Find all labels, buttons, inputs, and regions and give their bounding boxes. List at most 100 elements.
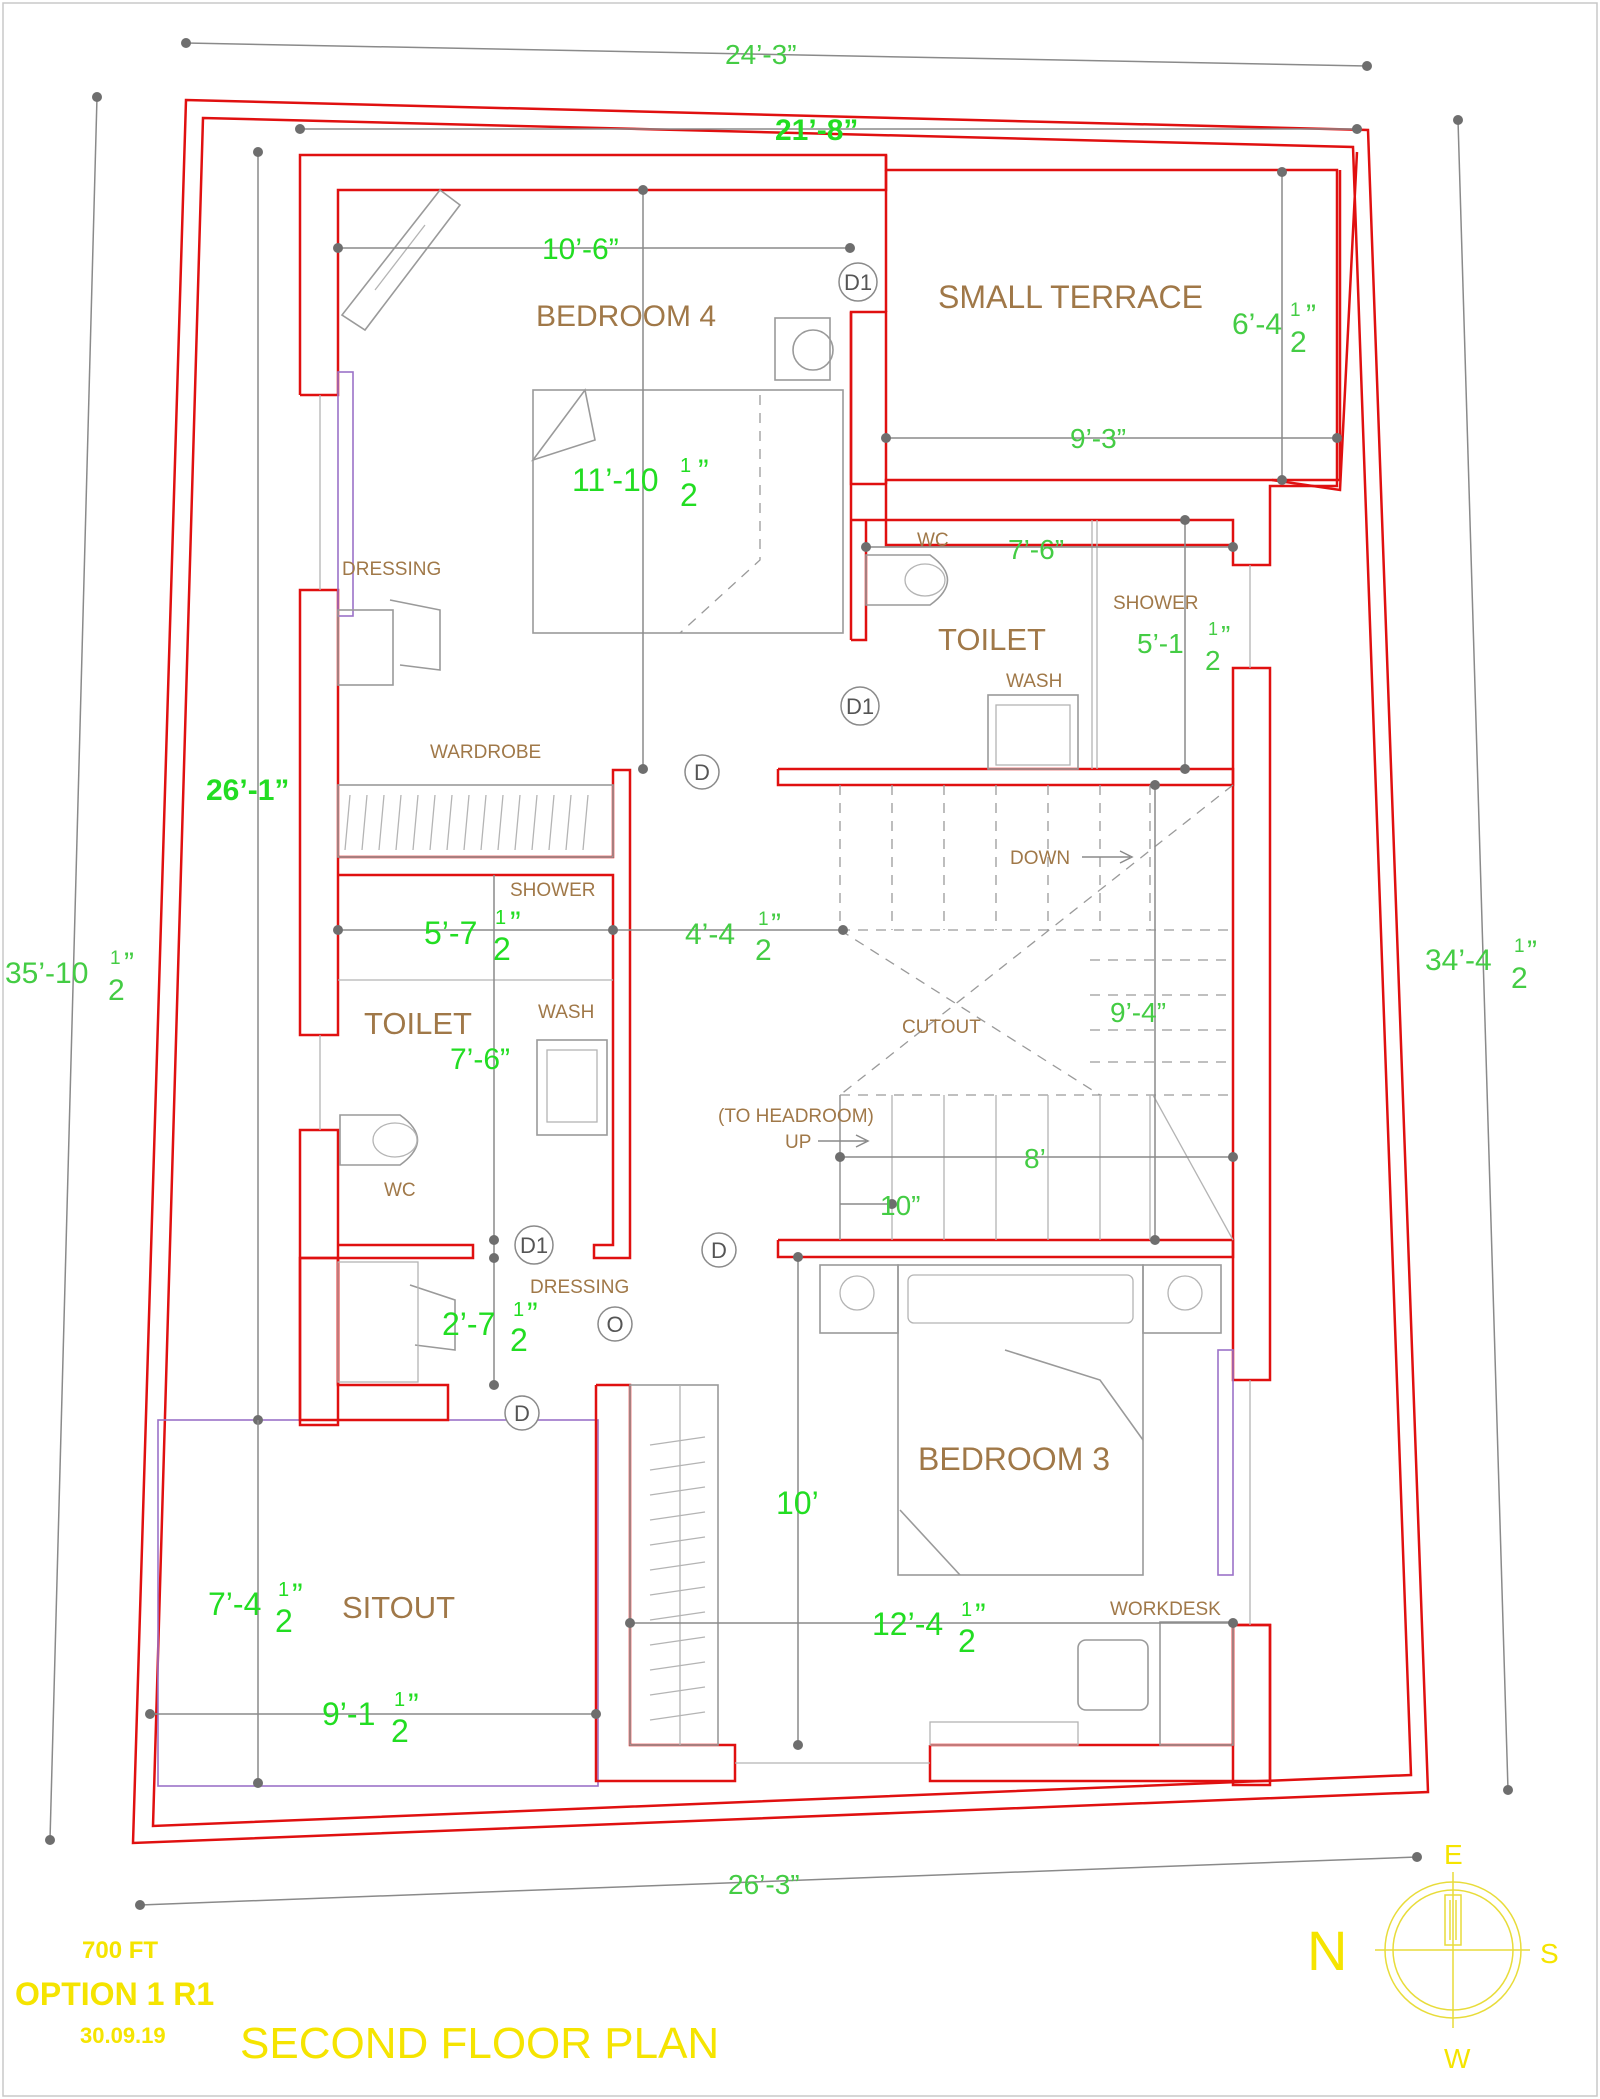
dim-toilet-left-width-quote: ”: [510, 905, 521, 941]
room-sitout: SITOUT: [342, 1590, 455, 1625]
dim-dressing-depth: 2’-7: [442, 1306, 495, 1342]
label-shower-left: SHOWER: [510, 880, 596, 901]
dim-terrace-depth: 6’-4: [1232, 308, 1282, 341]
label-wardrobe: WARDROBE: [430, 742, 541, 763]
door-o-dressing: O: [606, 1312, 623, 1337]
room-small-terrace: SMALL TERRACE: [938, 279, 1203, 315]
dim-terrace-depth-group: 6’-4 1 2 ”: [1232, 299, 1316, 359]
dim-left-outer: 35’-10: [5, 957, 88, 990]
label-wc-right: WC: [917, 530, 949, 551]
title-area: 700 FT: [82, 1937, 158, 1964]
compass-rose: N E S W: [1307, 1839, 1559, 2074]
door-d1-left: D1: [520, 1233, 548, 1258]
dim-bedroom4-depth-quote: ”: [698, 453, 709, 489]
title-plan: SECOND FLOOR PLAN: [240, 2019, 719, 2068]
room-names: BEDROOM 4 SMALL TERRACE TOILET TOILET BE…: [342, 279, 1203, 1625]
compass-s: S: [1540, 1938, 1559, 1969]
dim-sitout-width-quote: ”: [408, 1687, 419, 1723]
dim-toilet-left-width-den: 2: [493, 931, 511, 967]
door-d1-top: D1: [844, 270, 872, 295]
dim-bedroom3-width-group: 12’-4 1 2 ”: [872, 1597, 986, 1659]
dim-toilet-right-depth: 5’-1: [1137, 628, 1184, 659]
label-down: DOWN: [1010, 848, 1070, 869]
dim-toilet-left-width-group: 5’-7 1 2 ”: [424, 905, 521, 967]
compass-w: W: [1444, 2043, 1471, 2074]
dimension-lines: [45, 38, 1513, 1910]
dim-dressing-depth-den: 2: [510, 1322, 528, 1358]
dim-left-outer-quote: ”: [124, 947, 134, 980]
title-block: 700 FT OPTION 1 R1 30.09.19 SECOND FLOOR…: [15, 1937, 719, 2068]
dim-bedroom4-depth-num: 1: [680, 455, 691, 477]
dim-sitout-depth-group: 7’-4 1 2 ”: [208, 1577, 303, 1639]
door-d-bottom: D: [514, 1401, 530, 1426]
dim-left-outer-num: 1: [110, 948, 121, 969]
dim-right-outer-quote: ”: [1527, 935, 1537, 968]
label-workdesk: WORKDESK: [1110, 1599, 1221, 1620]
dim-toilet-right-depth-group: 5’-1 1 2 ”: [1137, 619, 1230, 676]
dim-bedroom3-width-num: 1: [961, 1599, 972, 1621]
dim-terrace-depth-den: 2: [1290, 326, 1307, 359]
dim-sitout-depth-den: 2: [275, 1603, 293, 1639]
walls: [298, 153, 1342, 1787]
dim-left-outer-den: 2: [108, 974, 125, 1007]
dim-terrace-depth-num: 1: [1290, 300, 1301, 321]
door-d-hall-left: D: [694, 760, 710, 785]
dim-dressing-depth-group: 2’-7 1 2 ”: [442, 1296, 538, 1358]
dim-bedroom4-depth-den: 2: [680, 477, 698, 513]
dim-right-outer-den: 2: [1511, 962, 1528, 995]
dim-right-outer: 34’-4: [1425, 944, 1492, 977]
compass-n: N: [1307, 1919, 1347, 1982]
dim-sitout-depth-quote: ”: [292, 1577, 303, 1613]
dim-toilet-right-depth-den: 2: [1205, 645, 1221, 676]
dim-dressing-depth-quote: ”: [527, 1296, 538, 1332]
label-to-headroom: (TO HEADROOM): [718, 1106, 874, 1127]
dim-right-outer-group: 34’-4 1 2 ”: [1425, 935, 1537, 995]
room-toilet-left: TOILET: [364, 1006, 472, 1041]
door-d-hall-right: D: [711, 1238, 727, 1263]
dim-terrace-width: 9’-3”: [1070, 423, 1126, 454]
dim-toilet-right-depth-quote: ”: [1221, 620, 1230, 651]
dim-toilet-right-width: 7’-6”: [1008, 534, 1064, 565]
dim-bedroom3-depth: 10’: [776, 1485, 819, 1521]
dim-hall-width-group: 4’-4 1 2 ”: [685, 908, 781, 967]
dim-hall-width: 4’-4: [685, 918, 735, 951]
dim-sitout-width-num: 1: [394, 1689, 405, 1711]
dim-bedroom4-depth: 11’-10: [572, 462, 659, 498]
dim-hall-width-num: 1: [758, 909, 769, 930]
dim-bedroom3-width-den: 2: [958, 1623, 976, 1659]
dim-toilet-left-width: 5’-7: [424, 915, 477, 951]
dim-right-outer-num: 1: [1514, 936, 1525, 957]
title-option: OPTION 1 R1: [15, 1976, 214, 2012]
dim-stair-width: 8’: [1024, 1143, 1046, 1174]
dim-bedroom4-depth-group: 11’-10 1 2 ”: [572, 453, 709, 513]
label-dressing-bottom: DRESSING: [530, 1277, 629, 1298]
fixture-labels: DRESSING WARDROBE SHOWER WASH WC DRESSIN…: [342, 530, 1221, 1620]
room-bedroom3: BEDROOM 3: [918, 1441, 1110, 1477]
label-wash-left: WASH: [538, 1002, 594, 1023]
dimension-texts: 24’-3” 21’-8” 10’-6” 11’-10 1 2 ” 6’-4 1…: [5, 39, 1537, 1900]
dim-left-inner: 26’-1”: [206, 774, 289, 807]
dim-toilet-left-width-num: 1: [495, 907, 506, 929]
label-dressing-top: DRESSING: [342, 559, 441, 580]
label-shower-right: SHOWER: [1113, 593, 1199, 614]
staircase: [818, 784, 1234, 1241]
dim-bedroom4-width: 10’-6”: [542, 233, 619, 266]
furniture: [337, 188, 1234, 1746]
dim-sitout-width: 9’-1: [322, 1696, 375, 1732]
room-toilet-right: TOILET: [938, 622, 1046, 657]
door-markers: D1 D1 D D1 D O D: [504, 262, 880, 1431]
room-bedroom4: BEDROOM 4: [536, 300, 716, 333]
dim-top-outer: 24’-3”: [725, 39, 797, 70]
dim-hall-width-den: 2: [755, 934, 772, 967]
title-date: 30.09.19: [80, 2023, 166, 2048]
dim-hall-width-quote: ”: [771, 908, 781, 941]
dim-dressing-depth-num: 1: [513, 1299, 524, 1321]
compass-e: E: [1444, 1839, 1463, 1870]
dim-toilet-left-depth: 7’-6”: [450, 1043, 510, 1076]
label-up: UP: [785, 1132, 811, 1153]
label-wash-right: WASH: [1006, 671, 1062, 692]
dim-tread: 10”: [880, 1190, 920, 1221]
dim-bottom-outer: 26’-3”: [728, 1869, 800, 1900]
